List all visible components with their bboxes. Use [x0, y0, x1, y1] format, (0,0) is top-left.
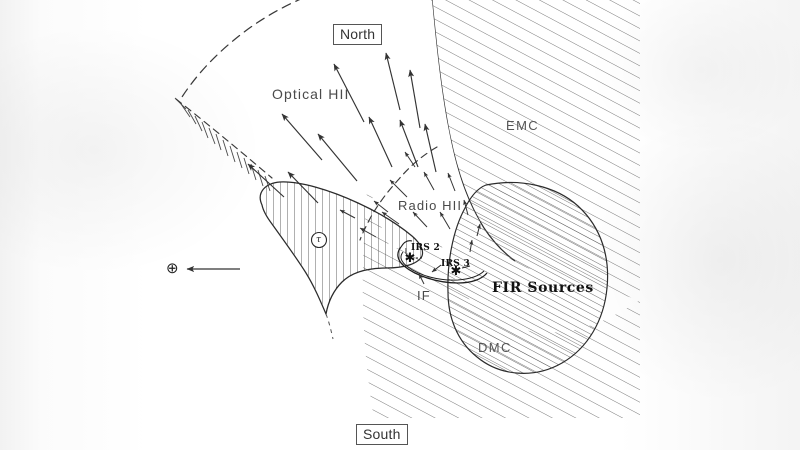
optical-hii-boundary	[174, 0, 301, 192]
flow-arrow	[333, 63, 365, 123]
optical-hii-dashed-arc	[179, 0, 301, 101]
flow-arrow	[389, 179, 408, 198]
optical-depth-marker	[310, 231, 328, 249]
flow-arrow	[404, 151, 416, 168]
flow-arrow	[381, 211, 400, 225]
if-leader	[418, 273, 425, 285]
neutral-bar-tongue	[259, 181, 424, 340]
flow-arrow	[439, 211, 451, 230]
flow-arrow	[373, 200, 389, 213]
irs-point-sources: ✱ ✱	[405, 248, 471, 279]
irs2-star-marker: ✱	[405, 251, 416, 266]
flow-arrow	[423, 171, 435, 191]
flow-arrow	[408, 69, 421, 129]
flow-arrow	[287, 171, 319, 204]
flow-arrow	[463, 199, 469, 216]
flow-arrow	[447, 172, 456, 192]
flow-arrow	[384, 52, 401, 111]
flow-arrow	[476, 223, 481, 237]
dmc-boundary	[447, 181, 609, 374]
flow-arrow	[281, 113, 323, 161]
radio-hii-flow-arrows	[339, 151, 481, 253]
flow-arrow	[317, 133, 358, 182]
flow-arrow	[423, 123, 437, 173]
ionization-front-line	[397, 246, 488, 284]
flow-arrow	[359, 227, 377, 238]
emc-cloud-region-south	[362, 191, 640, 418]
flow-arrow	[368, 116, 393, 168]
optical-rim-ticks	[174, 97, 271, 192]
ionization-front-line-inner	[400, 251, 485, 281]
flow-arrow	[469, 239, 474, 253]
flow-arrow	[412, 211, 428, 228]
ionization-front	[397, 240, 488, 285]
neutral-bar-tail	[325, 313, 334, 340]
optical-hii-sw-rim	[175, 98, 273, 179]
optical-hii-flow-arrows	[247, 52, 437, 204]
irs3-star-marker: ✱	[451, 264, 462, 279]
ionization-front-notch	[400, 240, 413, 248]
flow-arrow	[339, 209, 356, 219]
flow-arrow	[399, 119, 419, 168]
neutral-bar-outline	[259, 181, 424, 317]
dmc-cloud-blob	[447, 181, 609, 374]
flow-arrow	[247, 163, 285, 198]
irs3-tick	[461, 265, 471, 269]
irs3-leader-left	[431, 264, 442, 273]
